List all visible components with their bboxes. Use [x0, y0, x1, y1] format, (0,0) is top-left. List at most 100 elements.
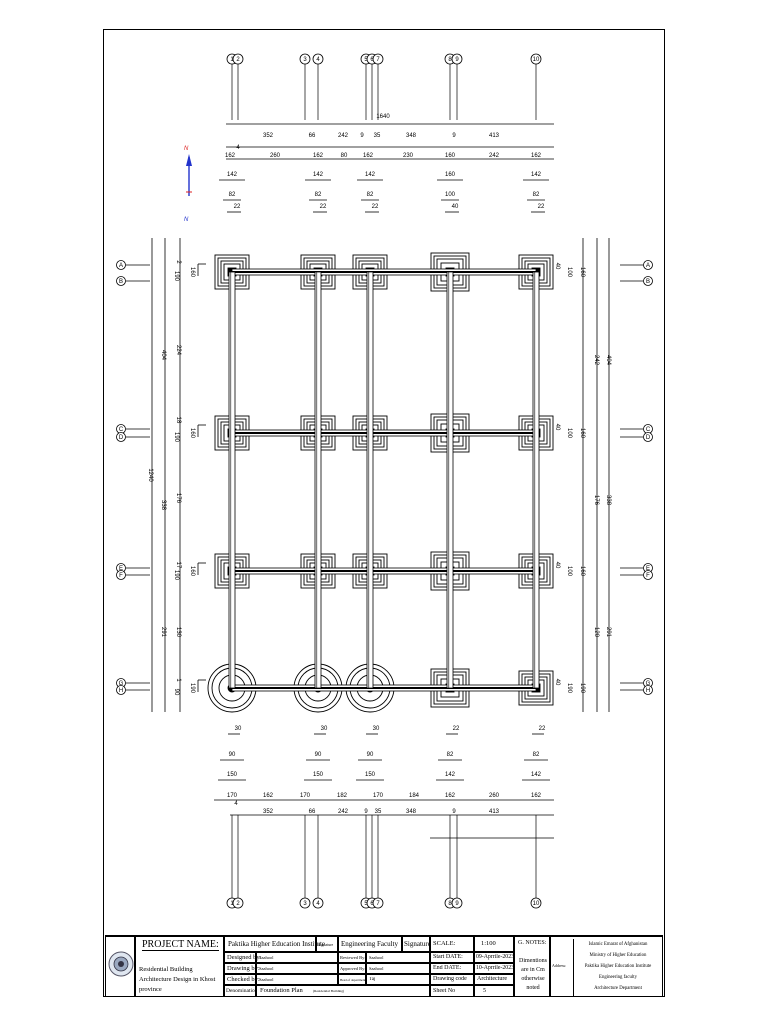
dim-right-4: 176 — [593, 495, 599, 506]
dim-top-2: 162 — [225, 153, 236, 159]
grid-label-left: H — [119, 688, 123, 694]
grid-bubble — [116, 570, 126, 580]
start-date-label: Start DATE: — [433, 954, 463, 960]
grid-label-bottom: 9 — [455, 901, 459, 907]
dim-bottom-2: 82 — [533, 752, 540, 758]
grid-label-top: 7 — [376, 57, 380, 63]
dim-right-2: 100 — [566, 267, 572, 278]
grid-label-top: 3 — [303, 57, 307, 63]
head-dept: Taj — [369, 977, 376, 982]
dim-left-inner1: 2 — [175, 260, 181, 264]
sheet-no-label: Sheet No — [433, 988, 456, 994]
grid-bubble — [116, 260, 126, 270]
dim-top-1: 66 — [309, 133, 316, 139]
grid-label-top: 2 — [236, 57, 240, 63]
grade-beam-vertical — [314, 271, 322, 689]
dim-top-2: 162 — [363, 153, 374, 159]
grid-label-bottom: 6 — [370, 901, 374, 907]
grid-label-right: G — [646, 681, 651, 687]
denomination-label: Denomination — [226, 988, 258, 994]
address-cell: Address: Islamic Emarat of Afghanistan M… — [550, 936, 663, 997]
drawing-by-label: Drawing by: — [227, 965, 260, 972]
dim-top-2: 80 — [341, 153, 348, 159]
dim-top-4: 100 — [445, 192, 456, 198]
dim-top-2: 260 — [270, 153, 281, 159]
grid-label-right: A — [646, 263, 650, 269]
end-date-cell: 10-Aprrile-2023 — [474, 963, 514, 974]
signature-small-cell: Signature — [316, 936, 338, 952]
institute-row: Paktika Higher Education Institute — [224, 936, 325, 952]
north-arrow: N N — [184, 146, 192, 223]
designed-by: Saahool — [259, 955, 274, 960]
dim-bottom-2: 90 — [229, 752, 236, 758]
dim-bottom-4: 162 — [263, 793, 274, 799]
grid-bubble — [643, 570, 653, 580]
sheet-no: 5 — [483, 988, 486, 994]
head-dept-label: Head of department — [340, 978, 366, 982]
faculty-cell: Engineering Faculty — [338, 936, 402, 952]
head-dept-label-cell: Head of department — [338, 974, 366, 985]
dim-top-3: 142 — [365, 172, 376, 178]
dim-bottom-5: 242 — [338, 809, 349, 815]
dim-bottom-5: 9 — [452, 809, 456, 815]
dim-top-5: 22 — [538, 204, 545, 210]
dim-top-2: 160 — [445, 153, 456, 159]
dim-right-3: 190 — [579, 683, 585, 694]
grid-bubble — [643, 276, 653, 286]
dim-right-3: 160 — [579, 428, 585, 439]
dim-bottom-3: 150 — [227, 772, 238, 778]
dim-top-1: 348 — [406, 133, 417, 139]
denomination: Foundation Plan — [260, 987, 303, 994]
north-letter-small: N — [184, 217, 189, 223]
dim-right-2: 190 — [566, 683, 572, 694]
dim-top-3: 142 — [531, 172, 542, 178]
grid-label-left: G — [119, 681, 124, 687]
dim-left-inner3: 90 — [173, 689, 179, 696]
reviewed-by: Saahool — [369, 955, 384, 960]
grid-label-right: C — [646, 427, 651, 433]
dim-right-5: 338 — [605, 495, 611, 506]
address-line: Engineering faculty — [599, 975, 637, 980]
approved-by-label: Approved By: — [340, 966, 366, 971]
dim-left-outer: 291 — [160, 627, 166, 638]
dim-left-inner2: 190 — [189, 683, 195, 694]
dim-right-2: 100 — [566, 566, 572, 577]
grid-bubble — [643, 260, 653, 270]
grid-label-right: E — [646, 566, 650, 572]
dim-right-3: 160 — [579, 267, 585, 278]
approved-by-label-cell: Approved By: — [338, 963, 366, 974]
dim-bottom-1: 30 — [373, 726, 380, 732]
dim-left-outer: 404 — [160, 350, 166, 361]
drawing-code: Architecture — [477, 976, 507, 982]
grade-beam-vertical — [532, 271, 540, 689]
dim-right-5: 404 — [605, 355, 611, 366]
dim-bottom-3: 142 — [531, 772, 542, 778]
dim-left-inner3: 190 — [173, 432, 179, 443]
dim-top-1: 9 — [452, 133, 456, 139]
dim-top-4: 82 — [367, 192, 374, 198]
end-date-label-cell: End DATE: — [430, 963, 474, 974]
dim-top-1: 4 — [236, 145, 240, 151]
scale-cell: 1:100 — [474, 936, 514, 952]
north-letter: N — [184, 146, 189, 152]
grid-bubble — [116, 276, 126, 286]
project-title: Residential Building Architecture Design… — [139, 966, 216, 993]
checked-by-cell: Saahool — [256, 974, 338, 985]
denomination-label-cell: Denomination — [224, 985, 258, 997]
grid-label-left: A — [119, 263, 123, 269]
dim-top-5: 22 — [320, 204, 327, 210]
dim-top-3: 142 — [313, 172, 324, 178]
dim-left-inner1: 176 — [175, 493, 181, 504]
dim-top-5: 22 — [234, 204, 241, 210]
dim-top-1: 413 — [489, 133, 500, 139]
grid-bubble — [643, 685, 653, 695]
grid-label-top: 4 — [316, 57, 320, 63]
drawing-by-label-cell: Drawing by: — [224, 963, 260, 974]
end-date-label: End DATE: — [433, 965, 462, 971]
designed-by-label-cell: Designed by: — [224, 952, 261, 963]
denomination-cell: Foundation Plan (Residential Building) — [256, 985, 430, 997]
dim-left-total: 1240 — [147, 468, 153, 482]
dim-bottom-4: 182 — [337, 793, 348, 799]
reviewed-by-label-cell: Reviewed By: — [338, 952, 366, 963]
dim-bottom-2: 90 — [315, 752, 322, 758]
